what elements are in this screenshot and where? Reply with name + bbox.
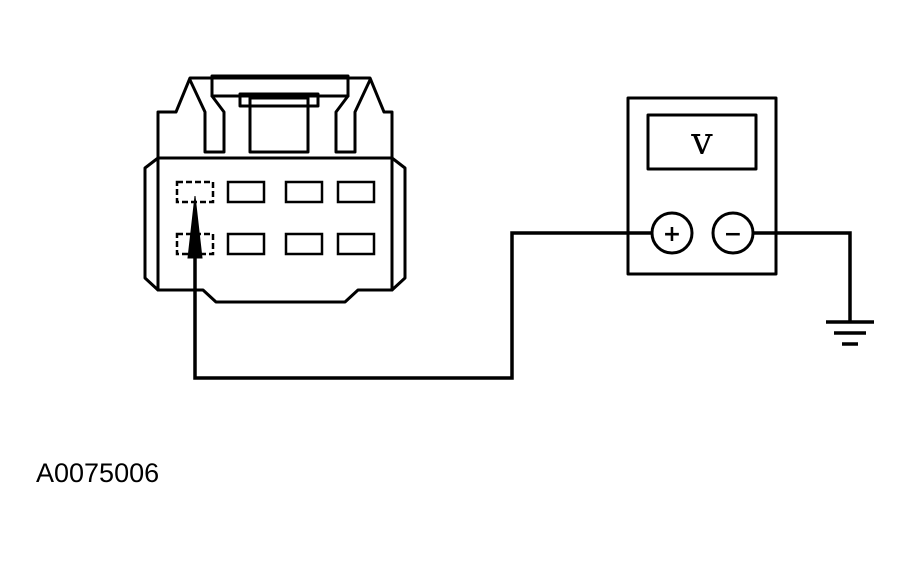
pin-cavities [175, 180, 376, 256]
cavity-1-4 [336, 180, 376, 204]
positive-terminal [650, 211, 694, 255]
connector [143, 74, 407, 304]
latch-arm-left [188, 78, 226, 154]
voltmeter: v + − [626, 96, 778, 276]
cavity-2-4 [336, 232, 376, 256]
test-lead-negative [753, 231, 852, 322]
cavity-1-3 [284, 180, 324, 204]
probe-tip [187, 195, 203, 259]
ground-icon [826, 320, 874, 346]
cavity-1-2 [226, 180, 266, 204]
figure-id-label: A0075006 [36, 458, 160, 488]
center-lock-top [238, 92, 320, 108]
negative-terminal-symbol: − [724, 222, 742, 247]
voltmeter-symbol: v [690, 119, 713, 163]
positive-terminal-symbol: + [663, 222, 681, 247]
voltmeter-display [646, 113, 758, 171]
center-lock [248, 96, 310, 154]
test-lead-positive [193, 231, 652, 380]
cavity-2-2 [226, 232, 266, 256]
voltmeter-body [626, 96, 778, 276]
latch-arm-right [334, 78, 372, 154]
cavity-2-3 [284, 232, 324, 256]
latch-tab [210, 74, 350, 98]
